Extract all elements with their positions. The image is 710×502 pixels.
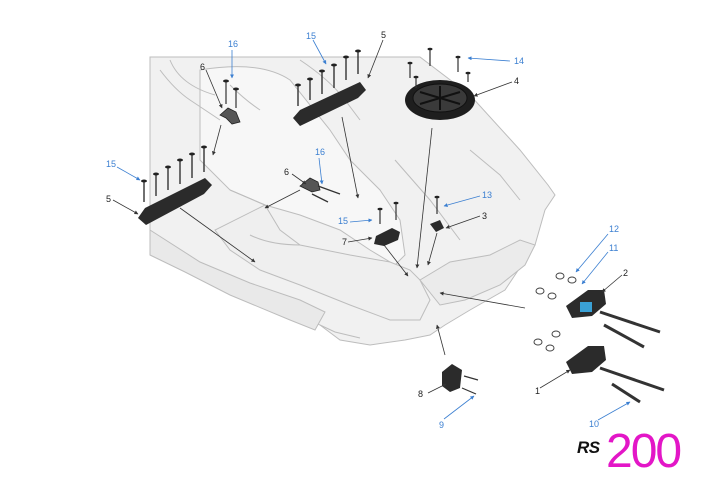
callout-15a: 15 [306, 31, 316, 41]
callout-8: 8 [418, 389, 423, 399]
part-6-clip-upper [219, 79, 241, 125]
callout-13: 13 [482, 190, 492, 200]
callout-2: 2 [623, 268, 628, 278]
callout-leaders [112, 39, 631, 421]
part-3-block [430, 195, 444, 232]
leader-arrows [179, 116, 526, 356]
callout-labels: 16 15 5 14 4 6 15 16 6 5 13 15 3 7 12 11… [106, 30, 628, 430]
callout-7: 7 [342, 237, 347, 247]
callout-5a: 5 [381, 30, 386, 40]
callout-14: 14 [514, 56, 524, 66]
callout-3: 3 [482, 211, 487, 221]
part-2-fitting [535, 272, 661, 349]
logo-rs-prefix: RS [577, 438, 600, 457]
callout-15b: 15 [106, 159, 116, 169]
callout-9: 9 [439, 420, 444, 430]
part-1-fitting [533, 330, 665, 404]
hull-outline [149, 56, 556, 346]
callout-12: 12 [609, 224, 619, 234]
part-7-block [374, 201, 400, 246]
callout-16b: 16 [315, 147, 325, 157]
callout-6b: 6 [284, 167, 289, 177]
callout-10: 10 [589, 419, 599, 429]
callout-4: 4 [514, 76, 519, 86]
part-4-inspection-hatch [405, 47, 475, 120]
callout-5b: 5 [106, 194, 111, 204]
logo-model-number: 200 [606, 425, 682, 478]
callout-6a: 6 [200, 62, 205, 72]
part-6-clip-middle [299, 177, 341, 203]
callout-1: 1 [535, 386, 540, 396]
callout-16a: 16 [228, 39, 238, 49]
callout-11: 11 [609, 243, 618, 253]
callout-15c: 15 [338, 216, 348, 226]
part-5-left-bar [138, 145, 212, 225]
part-8-bracket [442, 364, 479, 395]
part-5-upper-bar [293, 49, 366, 126]
